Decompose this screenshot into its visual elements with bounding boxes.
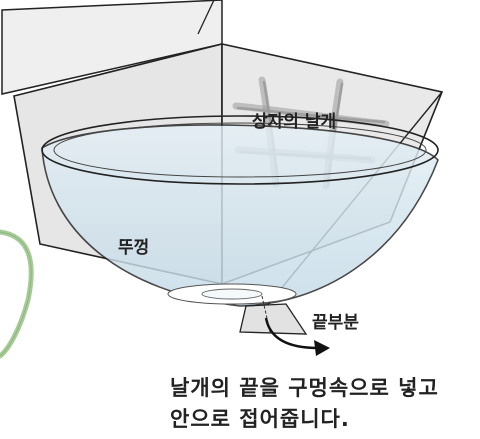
instruction-line-2: 안으로 접어줍니다. (170, 407, 350, 431)
label-lid: 뚜껑 (118, 238, 150, 258)
label-tip: 끝부분 (312, 313, 359, 333)
cord-outline (0, 231, 32, 357)
lid-hole-inner (201, 288, 263, 300)
lid-rim-outer (41, 115, 439, 185)
lid-bowl (41, 124, 439, 307)
label-flap: 상자의 날개 (252, 112, 337, 132)
arrow-head (314, 340, 330, 356)
flap-tip (239, 303, 308, 335)
box-fold-line (197, 0, 215, 35)
curved-arrow-icon (264, 317, 319, 350)
lid-rim-inner (53, 122, 427, 178)
cord (0, 229, 34, 359)
instruction-line-1: 날개의 끝을 구멍속으로 넣고 (170, 376, 439, 400)
